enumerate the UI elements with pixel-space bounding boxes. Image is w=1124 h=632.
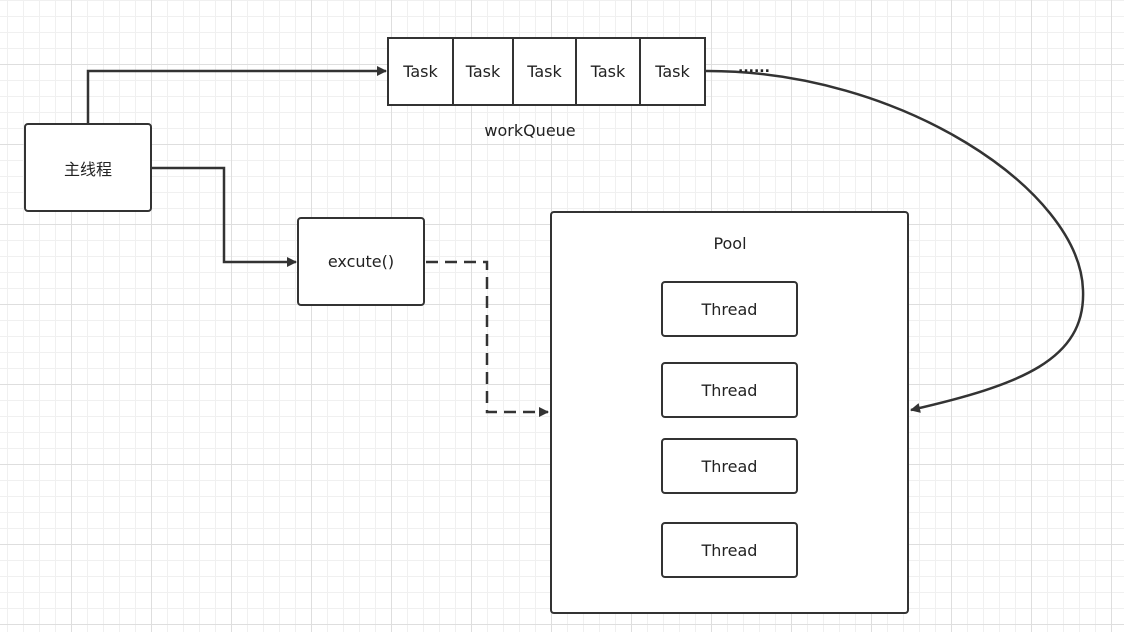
- work-queue: Task Task Task Task Task: [387, 37, 706, 106]
- queue-task-label: Task: [465, 62, 501, 81]
- thread-box: Thread: [661, 281, 798, 337]
- queue-ellipsis: ......: [738, 60, 770, 76]
- queue-task-cell: Task: [641, 39, 704, 104]
- thread-label: Thread: [701, 456, 758, 476]
- arrow-main-to-execute: [152, 166, 297, 267]
- work-queue-label: workQueue: [484, 121, 576, 140]
- queue-task-cell: Task: [389, 39, 454, 104]
- thread-label: Thread: [701, 380, 758, 400]
- arrow-main-to-queue: [86, 66, 387, 123]
- thread-label: Thread: [701, 540, 758, 560]
- arrow-queue-to-pool: [704, 69, 1085, 413]
- queue-task-cell: Task: [454, 39, 514, 104]
- queue-task-label: Task: [403, 62, 438, 81]
- execute-method-label: excute(): [327, 252, 395, 271]
- arrow-execute-to-pool: [426, 260, 549, 417]
- main-thread-label: 主线程: [63, 159, 112, 179]
- thread-box: Thread: [661, 362, 798, 418]
- execute-method-node: excute(): [297, 217, 425, 306]
- pool-title: Pool: [713, 234, 747, 253]
- queue-task-cell: Task: [514, 39, 577, 104]
- queue-task-cell: Task: [577, 39, 641, 104]
- main-thread-node: 主线程: [24, 123, 152, 212]
- queue-task-label: Task: [527, 62, 562, 81]
- thread-label: Thread: [701, 299, 758, 319]
- thread-box: Thread: [661, 522, 798, 578]
- queue-task-label: Task: [655, 62, 690, 81]
- thread-box: Thread: [661, 438, 798, 494]
- queue-task-label: Task: [590, 62, 626, 81]
